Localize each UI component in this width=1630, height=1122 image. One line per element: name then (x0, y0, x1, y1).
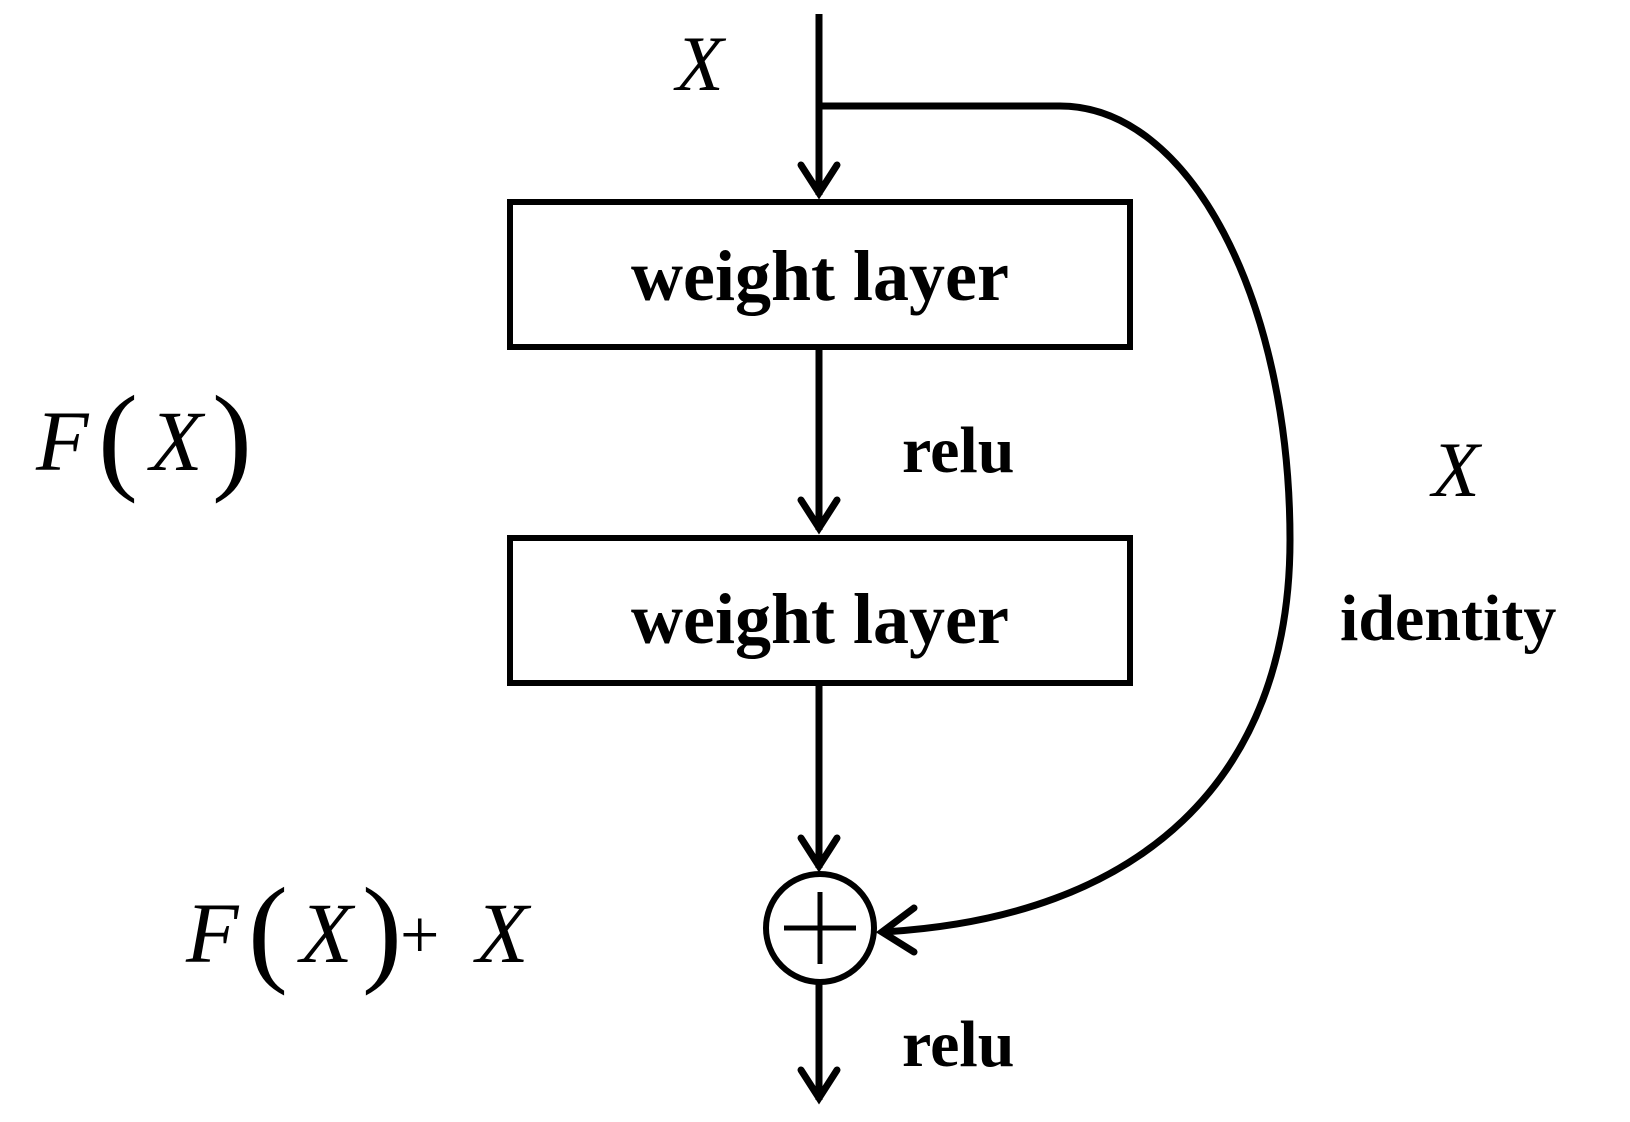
identity-skip-path (822, 102, 1294, 936)
identity-label: identity (1340, 582, 1556, 655)
middle-arrowhead (797, 496, 841, 535)
adder-icon (763, 871, 877, 985)
sum-f: F (185, 885, 240, 981)
sum-plus: + (400, 897, 439, 974)
weight-layer-label-bottom: weight layer (631, 579, 1009, 659)
identity-x-label: X (1429, 426, 1483, 513)
sum-x-arg: X (297, 885, 356, 981)
relu-label-bottom: relu (902, 1008, 1014, 1081)
fx-close-paren: ) (212, 371, 252, 504)
sum-x: X (473, 885, 532, 981)
weight-layer-box-bottom (507, 535, 1133, 686)
fx-x: X (147, 393, 206, 489)
output-arrowhead (797, 1066, 841, 1105)
input-arrowhead (797, 161, 841, 200)
sum-label: F ( X ) + X (185, 863, 532, 996)
weight-layer-label-top: weight layer (631, 236, 1009, 316)
sum-open-paren: ( (248, 863, 288, 996)
to-adder-arrowhead (797, 834, 841, 873)
weight-layer-box-top (507, 199, 1133, 350)
sum-close-paren: ) (362, 863, 402, 996)
fx-open-paren: ( (98, 371, 138, 504)
relu-label-middle: relu (902, 414, 1014, 487)
identity-arrowhead (875, 904, 918, 956)
input-x-label: X (673, 20, 727, 107)
fx-f: F (35, 393, 90, 489)
fx-label: F ( X ) (35, 371, 252, 504)
